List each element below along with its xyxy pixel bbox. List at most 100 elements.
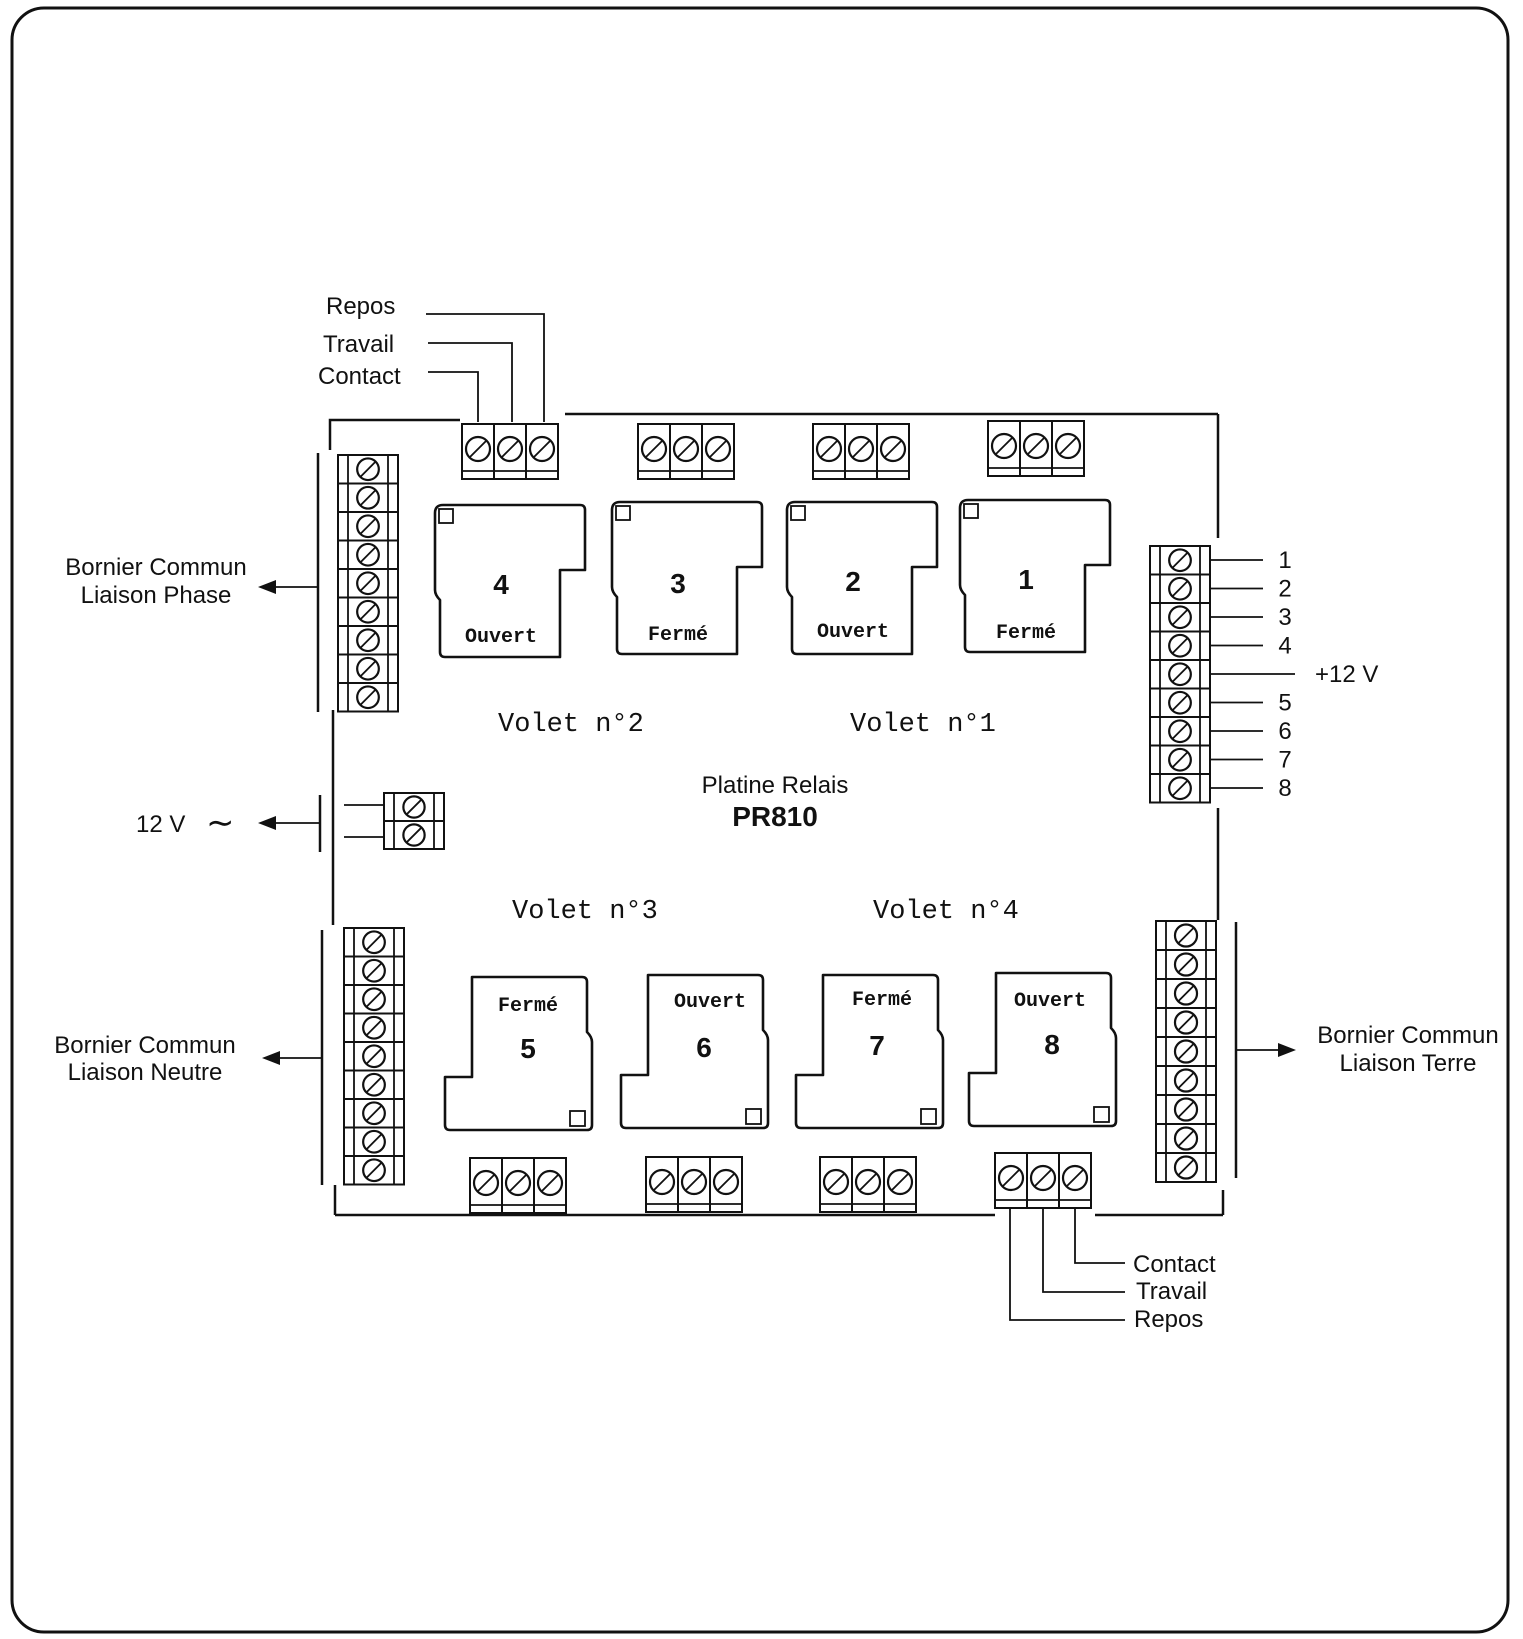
terminal-bottom-relay-6-screw-icon	[648, 1168, 676, 1196]
terminal-bottom-relay-8-screw-icon	[1061, 1164, 1089, 1192]
terminal-bottom-relay-8-screw-icon	[997, 1164, 1025, 1192]
terminal-bottom-relay-8	[994, 1152, 1092, 1209]
bornier-terre-block-screw-icon	[1173, 1068, 1199, 1093]
bornier-inputs-block-screw-icon	[1168, 690, 1192, 715]
terminal-top-relay-4-screw-icon	[528, 435, 556, 463]
bornier-neutre-block	[343, 927, 405, 1186]
relay-3-state: Fermé	[648, 624, 708, 647]
supply-12v-block-screw-icon	[402, 795, 426, 819]
terminal-top-relay-1-screw-icon	[1054, 432, 1082, 460]
input-label-2: 2	[1278, 576, 1291, 603]
relay-1: 1 Fermé	[958, 498, 1112, 654]
terminal-top-relay-3-screw-icon	[672, 435, 700, 463]
bornier-neutre-block-screw-icon	[362, 987, 386, 1012]
bornier-phase-block	[337, 454, 399, 713]
input-label-8: 8	[1278, 775, 1291, 802]
terminal-bottom-relay-7-screw-icon	[822, 1168, 850, 1196]
relay-6-state: Ouvert	[674, 991, 746, 1014]
terminal-bottom-relay-6-screw-icon	[712, 1168, 740, 1196]
volet-label-3: Volet n°3	[512, 897, 658, 927]
contact-leads-top	[426, 313, 545, 422]
ac-symbol-icon: ∼	[206, 804, 235, 842]
relay-4-number: 4	[493, 569, 509, 600]
label-repos-top: Repos	[326, 293, 395, 320]
input-label-4: 4	[1278, 633, 1291, 660]
page-frame	[10, 6, 1510, 1634]
bornier-inputs-block-screw-icon	[1168, 747, 1192, 772]
relay-5-number: 5	[520, 1033, 536, 1064]
terre-arrow	[1278, 1043, 1296, 1057]
bornier-neutre-block-screw-icon	[362, 1158, 386, 1183]
terminal-bottom-relay-6-screw-icon	[680, 1168, 708, 1196]
terminal-bottom-relay-5-screw-icon	[536, 1169, 564, 1197]
label-contact-bottom: Contact	[1133, 1251, 1216, 1278]
terminal-top-relay-2-screw-icon	[879, 435, 907, 463]
supply-12v-label: 12 V	[136, 811, 185, 838]
terminal-top-relay-1-screw-icon	[990, 432, 1018, 460]
bornier-inputs-block-screw-icon	[1168, 576, 1192, 601]
relay-8-number: 8	[1044, 1029, 1060, 1060]
supply-12v-block	[383, 792, 445, 850]
relay-2-number: 2	[845, 566, 861, 597]
bornier-terre-block-screw-icon	[1173, 1010, 1199, 1035]
terminal-bottom-relay-5-screw-icon	[472, 1169, 500, 1197]
label-travail-top: Travail	[323, 331, 394, 358]
supply-12v-leads	[258, 795, 384, 852]
terminal-top-relay-1	[987, 420, 1085, 477]
bornier-neutre-block-screw-icon	[362, 930, 386, 955]
board-model: PR810	[732, 801, 818, 832]
terminal-top-relay-2-screw-icon	[847, 435, 875, 463]
relay-7: Fermé 7	[794, 973, 945, 1130]
bornier-neutre-block-screw-icon	[362, 1072, 386, 1097]
relay-3-number: 3	[670, 568, 686, 599]
bornier-phase-block-screw-icon	[356, 457, 380, 482]
bornier-terre-block	[1155, 920, 1217, 1183]
bornier-phase-block-screw-icon	[356, 514, 380, 539]
bornier-phase-block-screw-icon	[356, 656, 380, 681]
input-label-3: 3	[1278, 604, 1291, 631]
input-label-1: 1	[1278, 547, 1291, 574]
terminal-bottom-relay-5	[469, 1157, 567, 1214]
relay-4: 4 Ouvert	[433, 503, 587, 659]
relay-2: 2 Ouvert	[785, 500, 939, 656]
supply-12v-block-screw-icon	[402, 823, 426, 847]
terminal-blocks	[337, 420, 1217, 1214]
bornier-terre-line2: Liaison Terre	[1340, 1050, 1477, 1077]
bornier-phase-block-screw-icon	[356, 685, 380, 710]
bornier-terre-block-screw-icon	[1173, 923, 1199, 948]
bornier-neutre-block-screw-icon	[362, 1044, 386, 1069]
bornier-phase-block-screw-icon	[356, 628, 380, 653]
bornier-terre-line1: Bornier Commun	[1317, 1022, 1498, 1049]
terminal-top-relay-3-screw-icon	[640, 435, 668, 463]
terminal-bottom-relay-7	[819, 1156, 917, 1213]
terminal-top-relay-2-screw-icon	[815, 435, 843, 463]
terminal-bottom-relay-6	[645, 1156, 743, 1213]
terminal-top-relay-2	[812, 423, 910, 480]
board-title: Platine Relais	[702, 772, 849, 799]
input-label-6: 6	[1278, 718, 1291, 745]
label-repos-bottom: Repos	[1134, 1306, 1203, 1333]
bornier-phase-block-screw-icon	[356, 542, 380, 567]
phase-arrow	[258, 580, 276, 594]
relay-8: Ouvert 8	[967, 971, 1118, 1128]
bornier-phase-line1: Bornier Commun	[65, 554, 246, 581]
terminal-top-relay-4-screw-icon	[496, 435, 524, 463]
relay-6: Ouvert 6	[619, 973, 770, 1130]
relay-8-state: Ouvert	[1014, 990, 1086, 1013]
volet-label-4: Volet n°4	[873, 897, 1019, 927]
relay-6-number: 6	[696, 1032, 712, 1063]
relay-2-state: Ouvert	[817, 621, 889, 644]
input-label-plus12v: +12 V	[1315, 661, 1378, 688]
terminal-top-relay-3-screw-icon	[704, 435, 732, 463]
bornier-phase-line2: Liaison Phase	[81, 582, 232, 609]
label-travail-bottom: Travail	[1136, 1278, 1207, 1305]
bornier-inputs-block-screw-icon	[1168, 662, 1192, 687]
bornier-inputs-block-screw-icon	[1168, 605, 1192, 630]
relay-5-state: Fermé	[498, 995, 558, 1018]
bornier-neutre-line2: Liaison Neutre	[68, 1059, 223, 1086]
bornier-terre-block-screw-icon	[1173, 1097, 1199, 1122]
terminal-bottom-relay-8-screw-icon	[1029, 1164, 1057, 1192]
bornier-phase-block-screw-icon	[356, 571, 380, 596]
volet-label-2: Volet n°2	[498, 710, 644, 740]
